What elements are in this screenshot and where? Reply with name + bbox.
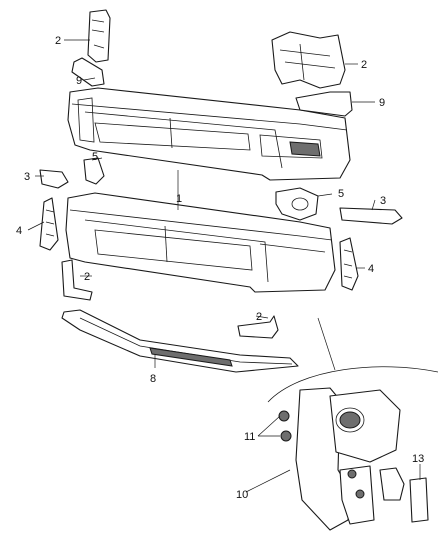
molding-left	[71, 57, 105, 87]
bracket-5-right	[275, 187, 319, 221]
callout-8: 8	[150, 373, 156, 385]
molding-right	[295, 91, 353, 117]
leader-lines	[27, 39, 421, 493]
lower-bumper	[65, 192, 336, 293]
callout-13: 13	[412, 453, 424, 465]
callout-1: 1	[176, 193, 182, 205]
callout-2-top-left: 2	[55, 35, 61, 47]
support-4-right	[339, 237, 359, 291]
callout-3-left: 3	[24, 171, 30, 183]
callout-9-left: 9	[76, 75, 82, 87]
bracket-upper-left	[87, 9, 111, 63]
callout-4-right: 4	[368, 263, 374, 275]
air-deflector	[61, 309, 299, 373]
bracket-upper-right	[271, 31, 346, 89]
upper-bumper	[67, 87, 351, 181]
callout-10: 10	[236, 489, 248, 501]
support-4-left	[39, 197, 59, 251]
bracket-lower-left	[61, 259, 93, 301]
bracket-5-left	[83, 157, 105, 185]
callout-2-lower-right: 2	[256, 311, 262, 323]
callout-11: 11	[244, 431, 255, 443]
callout-2-lower-left: 2	[84, 271, 90, 283]
detail-view	[267, 317, 438, 531]
callout-2-top-right: 2	[361, 59, 367, 71]
bracket-3-left	[39, 169, 69, 189]
bracket-3-right	[339, 207, 403, 225]
callout-3-right: 3	[380, 195, 386, 207]
bracket-lower-right	[237, 315, 279, 339]
callout-9-right: 9	[379, 97, 385, 109]
callout-5-left: 5	[92, 151, 98, 163]
callout-4-left: 4	[16, 225, 22, 237]
callout-5-right: 5	[338, 188, 344, 200]
